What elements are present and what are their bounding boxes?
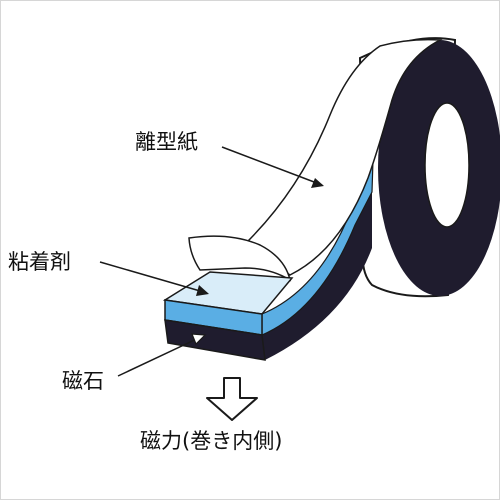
down-arrow-icon bbox=[206, 377, 258, 421]
magnet-front-face bbox=[164, 319, 266, 361]
leader-magnet bbox=[117, 335, 204, 377]
leader-release-paper-head bbox=[311, 178, 324, 188]
label-direction: 磁力(巻き内側) bbox=[140, 429, 283, 453]
label-release-paper: 離型紙 bbox=[135, 130, 198, 154]
strip-adhesive-layer bbox=[261, 159, 374, 336]
roll-hole bbox=[424, 102, 470, 228]
release-paper-sheet bbox=[243, 38, 443, 276]
label-magnet: 磁石 bbox=[62, 369, 104, 393]
label-adhesive: 粘着剤 bbox=[8, 250, 71, 274]
leader-adhesive bbox=[99, 261, 208, 294]
leader-magnet-head bbox=[191, 333, 207, 346]
strip-magnet-layer bbox=[262, 192, 372, 360]
leader-adhesive-head bbox=[196, 285, 209, 296]
leader-release-paper bbox=[221, 146, 323, 186]
